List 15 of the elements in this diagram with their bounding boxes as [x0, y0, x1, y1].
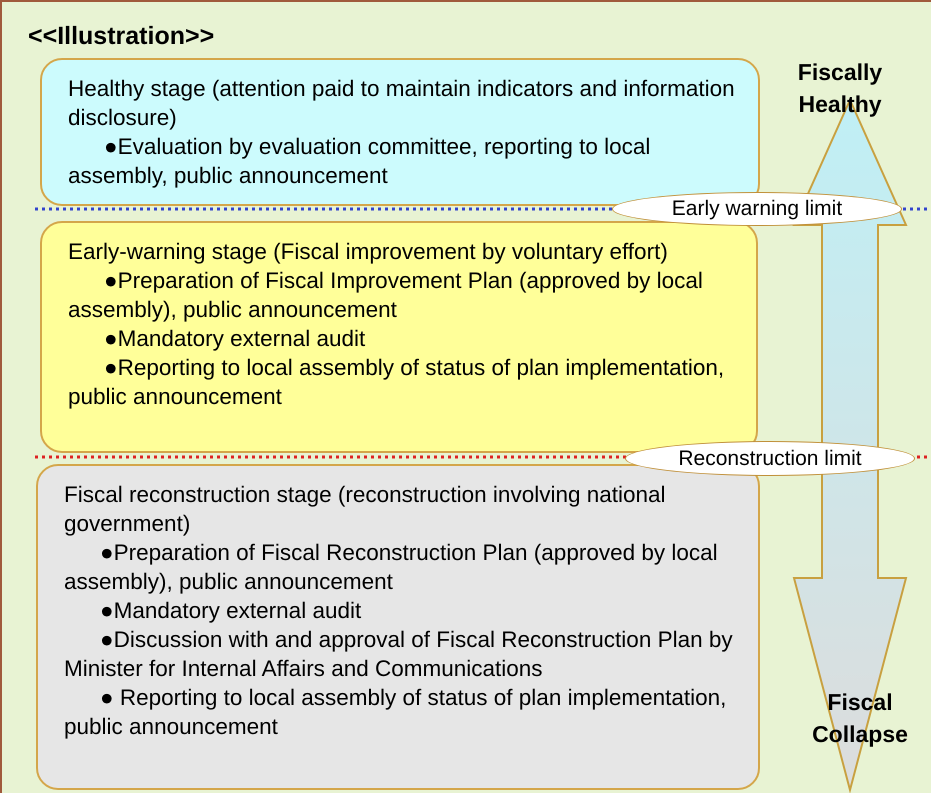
stage-heading: Fiscal reconstruction stage (reconstruction involving national government) — [64, 481, 667, 538]
title: <<Illustration>> — [28, 22, 214, 51]
limit-label: Early warning limit — [672, 197, 842, 221]
bullet-text: ●Mandatory external audit — [99, 597, 362, 625]
bullet-text: ●Mandatory external audit — [103, 325, 366, 353]
limit-label: Reconstruction limit — [678, 446, 862, 470]
bullet-text: ●Evaluation by evaluation committee, reporting to local assembly, public announcement — [68, 133, 652, 190]
bullet-text: ●Preparation of Fiscal Improvement Plan (approved by local assembly), public announcement — [68, 267, 704, 324]
bullet-text: ●Discussion with and approval of Fiscal Reconstruction Plan by Minister for Internal Affairs and Communications — [64, 626, 734, 683]
stage-heading: Healthy stage (attention paid to maintain indicators and information disclosure) — [68, 75, 736, 132]
stage-heading: Early-warning stage (Fiscal improvement by voluntary effort) — [68, 238, 669, 266]
bullet-text: ●Reporting to local assembly of status of plan implementation, public announcement — [68, 354, 726, 411]
bullet-text: ● Reporting to local assembly of status of plan implementation, public announcement — [64, 684, 728, 741]
bullet-text: ●Preparation of Fiscal Reconstruction Plan (approved by local assembly), public announcement — [64, 539, 719, 596]
stage-box — [36, 464, 760, 790]
